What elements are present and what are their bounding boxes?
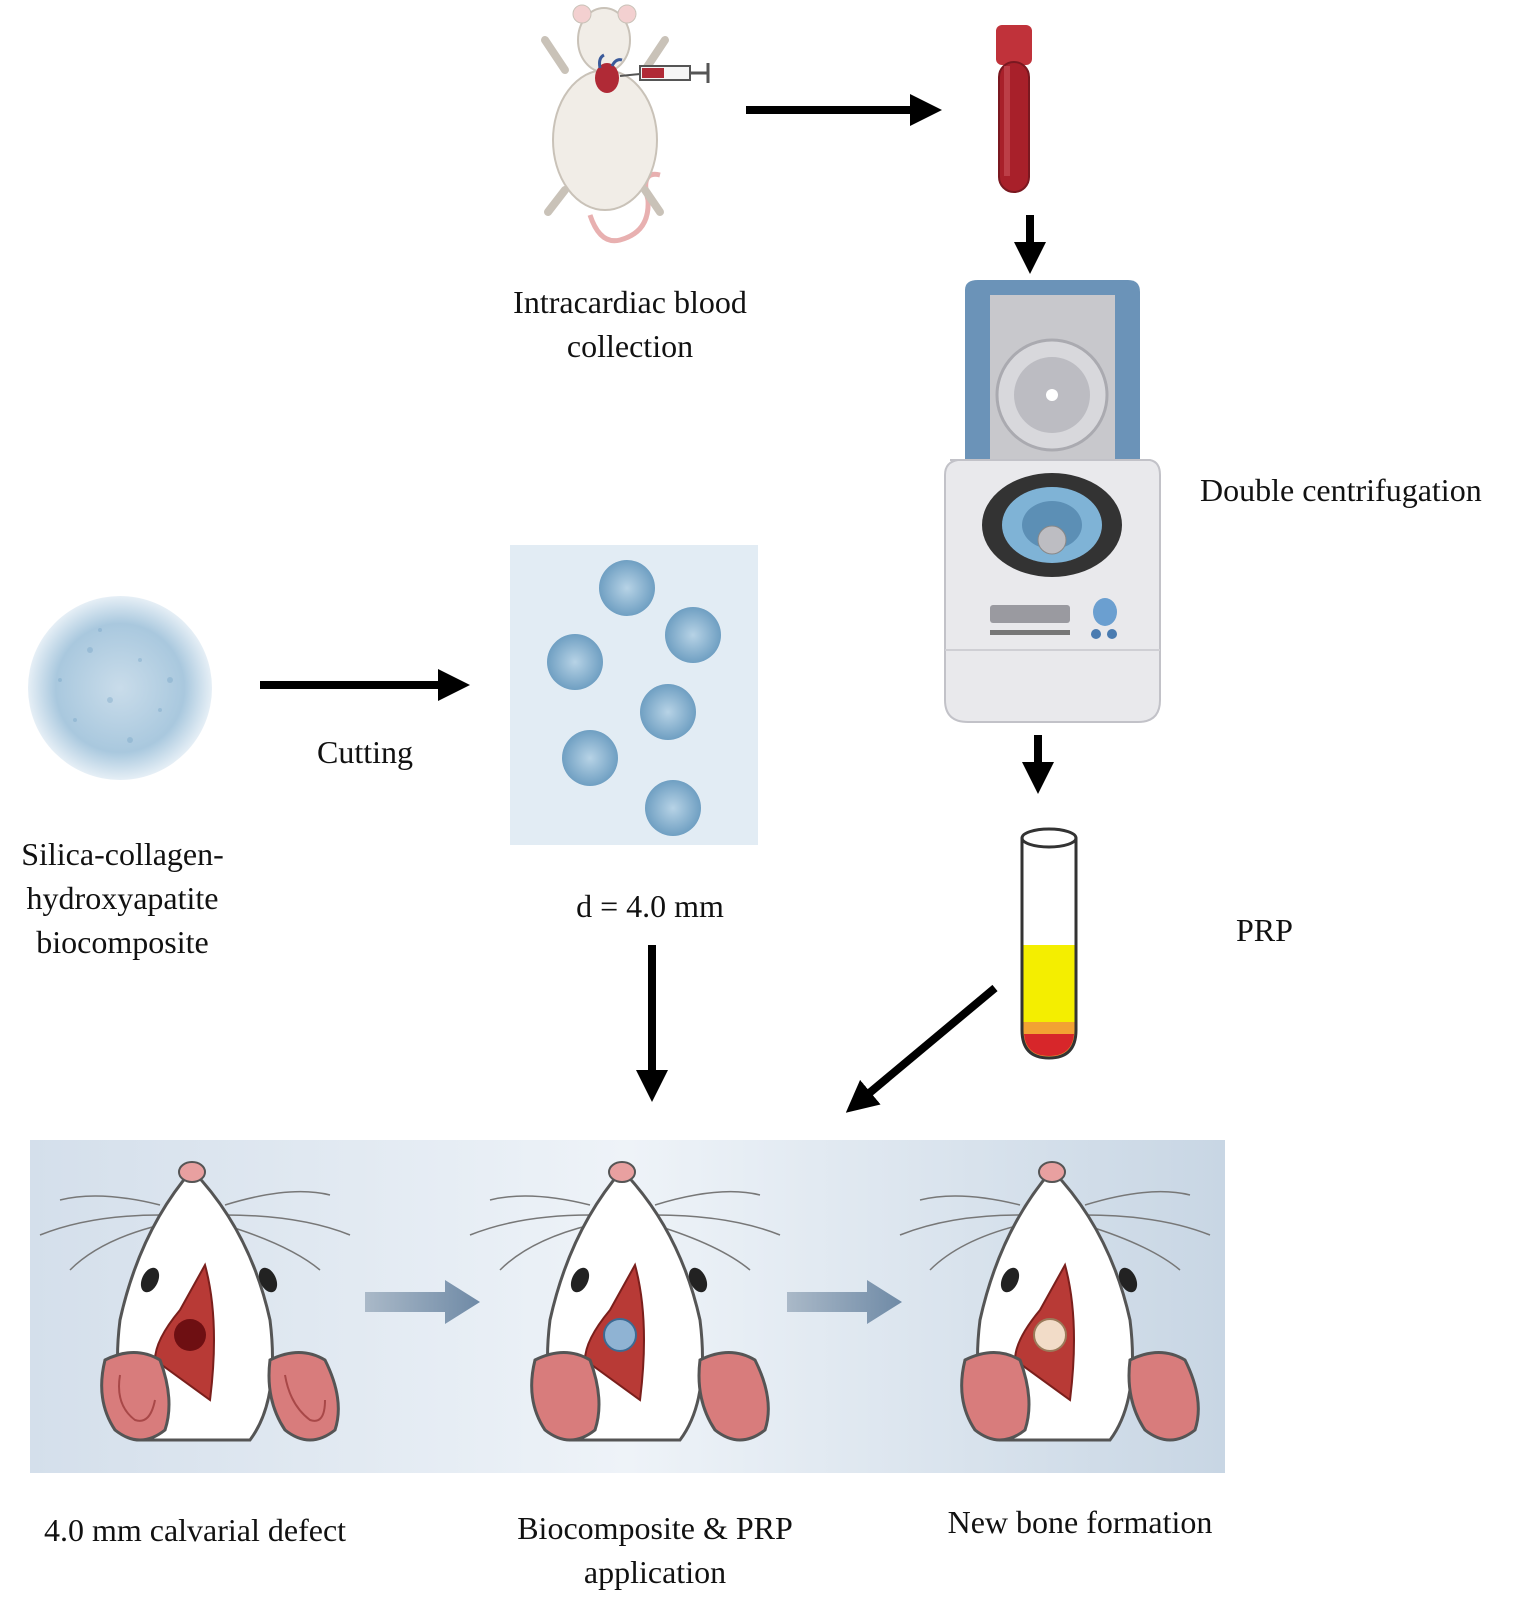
label-line: collection bbox=[566, 328, 694, 364]
label-line: Silica-collagen- bbox=[21, 836, 224, 872]
rat-head-icon bbox=[39, 1161, 351, 1442]
blood-tube-icon bbox=[996, 25, 1032, 193]
biocomposite-disc-icon bbox=[28, 596, 212, 780]
label-line: Double centrifugation bbox=[1200, 472, 1482, 508]
ear-right bbox=[267, 1351, 340, 1442]
label-line: Intracardiac blood bbox=[513, 284, 747, 320]
label-line: hydroxyapatite bbox=[26, 880, 219, 916]
new-bone bbox=[1033, 1318, 1067, 1352]
implanted-biocomposite bbox=[603, 1318, 637, 1352]
disc-1 bbox=[599, 560, 655, 616]
disc-6 bbox=[645, 780, 701, 836]
rat-icon bbox=[541, 4, 669, 244]
arrow-prp-to-application bbox=[845, 984, 998, 1113]
label-application: Biocomposite & PRP application bbox=[495, 1506, 815, 1594]
disc-3 bbox=[547, 634, 603, 690]
label-line: biocomposite bbox=[36, 924, 209, 960]
biocomposite-texture bbox=[58, 628, 173, 743]
label-line: New bone formation bbox=[947, 1504, 1213, 1540]
label-line: application bbox=[583, 1554, 727, 1590]
rat-head-icon bbox=[469, 1161, 781, 1442]
disc-2 bbox=[665, 607, 721, 663]
process-arrow-2 bbox=[787, 1280, 902, 1324]
label-line: 4.0 mm calvarial defect bbox=[43, 1512, 347, 1548]
label-defect: 4.0 mm calvarial defect bbox=[20, 1508, 370, 1552]
label-centrifugation: Double centrifugation bbox=[1200, 468, 1482, 512]
process-arrow-1 bbox=[365, 1280, 480, 1324]
cut-discs-sheet bbox=[510, 545, 758, 845]
label-new-bone: New bone formation bbox=[925, 1500, 1235, 1544]
disc-5 bbox=[562, 730, 618, 786]
label-line: PRP bbox=[1236, 912, 1293, 948]
ear-left bbox=[100, 1351, 171, 1442]
label-line: Biocomposite & PRP bbox=[517, 1510, 793, 1546]
whiskers bbox=[39, 1190, 351, 1271]
label-line: Cutting bbox=[316, 734, 413, 770]
prp-tube-icon bbox=[1020, 827, 1078, 1060]
centrifuge-icon bbox=[944, 280, 1161, 723]
label-blood-collection: Intracardiac blood collection bbox=[490, 280, 770, 368]
label-biocomposite: Silica-collagen- hydroxyapatite biocompo… bbox=[0, 832, 245, 964]
label-line: d = 4.0 mm bbox=[576, 888, 724, 924]
label-disc-size: d = 4.0 mm bbox=[530, 884, 770, 928]
rat-head-icon bbox=[899, 1161, 1211, 1442]
calvarial-defect bbox=[174, 1319, 206, 1351]
syringe-icon bbox=[619, 63, 710, 83]
label-prp: PRP bbox=[1236, 908, 1293, 952]
disc-4 bbox=[640, 684, 696, 740]
label-cutting: Cutting bbox=[290, 730, 440, 774]
